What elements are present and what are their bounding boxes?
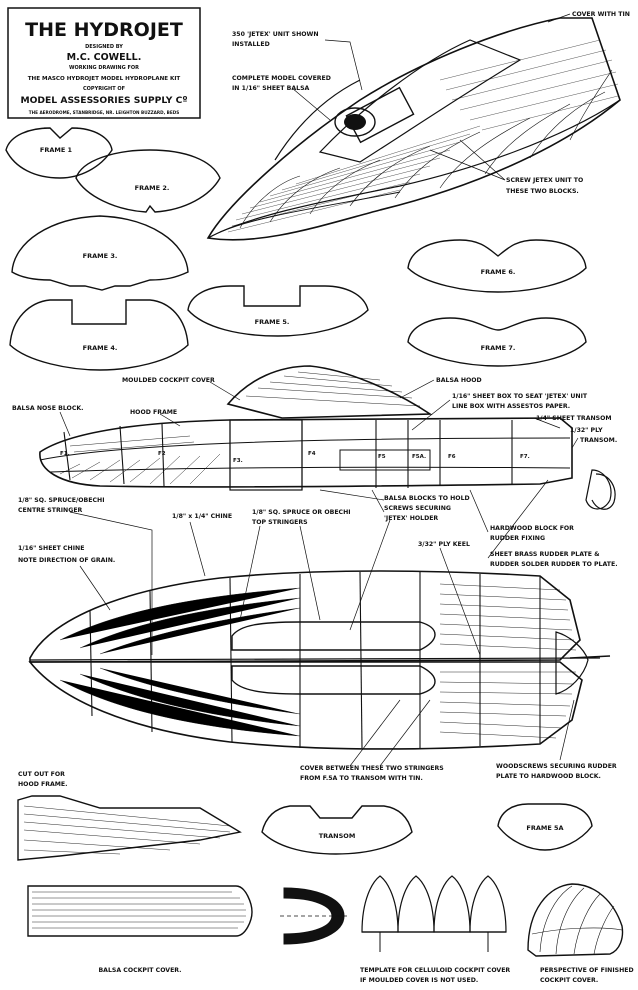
designed-by: DESIGNED BY (85, 44, 123, 50)
designer: M.C. COWELL. (67, 52, 142, 63)
frame-1-label: FRAME 1 (40, 146, 73, 154)
label-chine: 1/8" x 1/4" CHINE (172, 513, 232, 520)
label-covered-2: IN 1/16" SHEET BALSA (232, 85, 310, 92)
st-f7: F7. (520, 454, 530, 460)
label-hardwood: HARDWOOD BLOCK FOR (490, 525, 574, 532)
company: MODEL ASSESSORIES SUPPLY Cº (20, 95, 187, 106)
st-f3: F3. (233, 458, 243, 464)
frame-4-label: FRAME 4. (83, 344, 118, 352)
plan-labels: 1/8" SQ. SPRUCE/OBECHI CENTRE STRINGER 1… (18, 479, 618, 656)
transom-label: TRANSOM (319, 832, 356, 840)
st-f5: F5 (378, 454, 386, 460)
label-moulded-cover: MOULDED COCKPIT COVER (122, 377, 215, 384)
label-brass-2: RUDDER SOLDER RUDDER TO PLATE. (490, 561, 618, 568)
bottom-labels: COVER BETWEEN THESE TWO STRINGERS FROM F… (18, 699, 617, 788)
label-spruce: 1/8" SQ. SPRUCE/OBECHI (18, 497, 105, 504)
frame-2: FRAME 2. (75, 149, 221, 213)
frame-5a-label: FRAME 5A (526, 824, 563, 832)
perspective-label-2: COCKPIT COVER. (540, 977, 598, 984)
label-hardwood-2: RUDDER FIXING (490, 535, 545, 542)
label-sheet-box-2: LINE BOX WITH ASSESTOS PAPER. (452, 403, 570, 410)
label-sheet-chine: 1/16" SHEET CHINE (18, 545, 84, 552)
st-f4: F4 (308, 451, 316, 457)
label-brass: SHEET BRASS RUDDER PLATE & (490, 551, 600, 558)
label-jetex-unit-2: INSTALLED (232, 41, 270, 48)
template-label: TEMPLATE FOR CELLULOID COCKPIT COVER (360, 967, 510, 974)
copyright: COPYRIGHT OF (83, 86, 125, 92)
label-ply-transom-2: TRANSOM. (580, 437, 617, 444)
transom-part: TRANSOM (261, 805, 413, 855)
label-screw-2: THESE TWO BLOCKS. (506, 188, 579, 195)
label-woodscrews-2: PLATE TO HARDWOOD BLOCK. (496, 773, 601, 780)
cockpit-cover-section (280, 887, 350, 945)
st-f2: F2 (158, 451, 166, 457)
st-f6: F6 (448, 454, 456, 460)
label-balsa-blocks: BALSA BLOCKS TO HOLD (384, 495, 470, 502)
plan-view (28, 570, 611, 750)
label-sheet-chine-2: NOTE DIRECTION OF GRAIN. (18, 557, 115, 564)
label-covered: COMPLETE MODEL COVERED (232, 75, 331, 82)
label-screw: SCREW JETEX UNIT TO (506, 177, 583, 184)
label-sq-spruce-2: TOP STRINGERS (252, 519, 308, 526)
frame-5a-part: FRAME 5A (497, 803, 593, 851)
label-sheet-box: 1/16" SHEET BOX TO SEAT 'JETEX' UNIT (452, 393, 588, 400)
frame-7-label: FRAME 7. (481, 344, 516, 352)
label-cover-between-2: FROM F.5A TO TRANSOM WITH TIN. (300, 775, 423, 782)
st-f5a: F5A. (412, 454, 426, 460)
balsa-cockpit-label: BALSA COCKPIT COVER. (98, 967, 181, 974)
label-cover-between: COVER BETWEEN THESE TWO STRINGERS (300, 765, 444, 772)
title-block: THE HYDROJET DESIGNED BY M.C. COWELL. WO… (7, 7, 201, 119)
kit-line: THE MASCO HYDROJET MODEL HYDROPLANE KIT (28, 76, 181, 82)
title: THE HYDROJET (25, 19, 183, 41)
frame-7: FRAME 7. (407, 317, 587, 367)
label-sq-spruce: 1/8" SQ. SPRUCE OR OBECHI (252, 509, 351, 516)
label-woodscrews: WOODSCREWS SECURING RUDDER (496, 763, 617, 770)
label-cut-out: CUT OUT FOR (18, 771, 65, 778)
label-balsa-blocks-3: 'JETEX' HOLDER (384, 515, 438, 522)
label-hood-frame: HOOD FRAME (130, 409, 177, 416)
frame-3: FRAME 3. (11, 215, 189, 291)
hood-frame-part (17, 795, 242, 861)
frame-5: FRAME 5. (187, 285, 369, 337)
label-spruce-2: CENTRE STRINGER (18, 507, 83, 514)
label-ply-keel: 3/32" PLY KEEL (418, 541, 470, 548)
label-cover-tin: COVER WITH TIN (572, 11, 630, 18)
frame-3-label: FRAME 3. (83, 252, 118, 260)
perspective-view: 350 'JETEX' UNIT SHOWN INSTALLED COMPLET… (206, 11, 630, 241)
address: THE AERODROME, STANBRIDGE, NR. LEIGHTON … (29, 110, 179, 115)
side-view: F1. F2 F3. F4 F5 F5A. F6 F7. MOULDED COC… (12, 365, 617, 510)
frame-6-label: FRAME 6. (481, 268, 516, 276)
perspective-label: PERSPECTIVE OF FINISHED (540, 967, 634, 974)
label-cut-out-2: HOOD FRAME. (18, 781, 68, 788)
label-balsa-blocks-2: SCREWS SECURING (384, 505, 451, 512)
label-ply-transom: 1/32" PLY (570, 427, 603, 434)
frame-4: FRAME 4. (9, 299, 189, 371)
label-balsa-nose: BALSA NOSE BLOCK. (12, 405, 84, 412)
label-sheet-transom: 1/4" SHEET TRANSOM (536, 415, 612, 422)
frame-2-label: FRAME 2. (135, 184, 170, 192)
st-f1: F1. (60, 451, 70, 457)
template-label-2: IF MOULDED COVER IS NOT USED. (360, 977, 478, 984)
frame-1: FRAME 1 (5, 127, 113, 179)
frame-5-label: FRAME 5. (255, 318, 290, 326)
balsa-cockpit-cover: BALSA COCKPIT COVER. (27, 885, 253, 974)
frame-6: FRAME 6. (407, 239, 587, 293)
celluloid-template: TEMPLATE FOR CELLULOID COCKPIT COVER IF … (360, 875, 510, 984)
finished-cockpit-perspective: PERSPECTIVE OF FINISHED COCKPIT COVER. (527, 883, 634, 984)
label-jetex-unit: 350 'JETEX' UNIT SHOWN (232, 31, 319, 38)
label-balsa-hood: BALSA HOOD (436, 377, 482, 384)
working-drawing: WORKING DRAWING FOR (69, 65, 139, 71)
rudder-detail (591, 473, 616, 510)
jetex-unit (334, 86, 415, 144)
